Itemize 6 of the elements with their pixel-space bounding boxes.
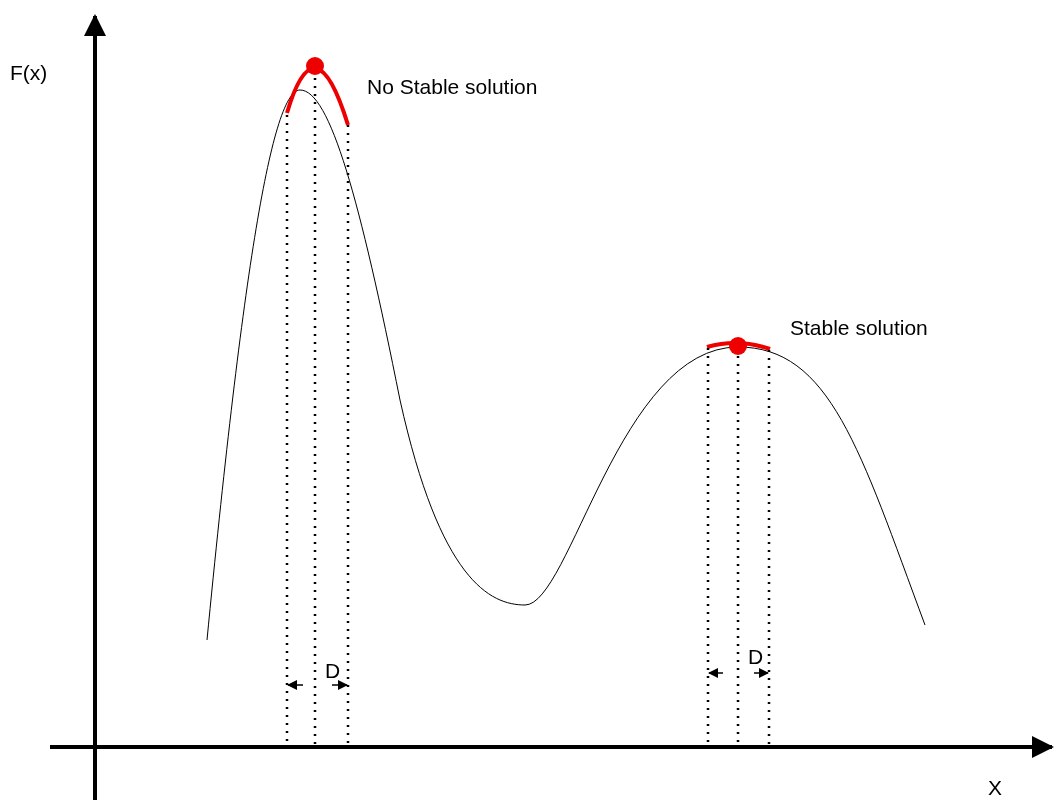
dimension-label: D bbox=[748, 646, 764, 667]
annotation: Stable solution bbox=[790, 317, 928, 338]
dimension-label: D bbox=[325, 660, 341, 681]
axis-label: F(x) bbox=[10, 62, 48, 83]
axis-label: X bbox=[988, 777, 1002, 798]
annotation: No Stable solution bbox=[367, 76, 538, 97]
